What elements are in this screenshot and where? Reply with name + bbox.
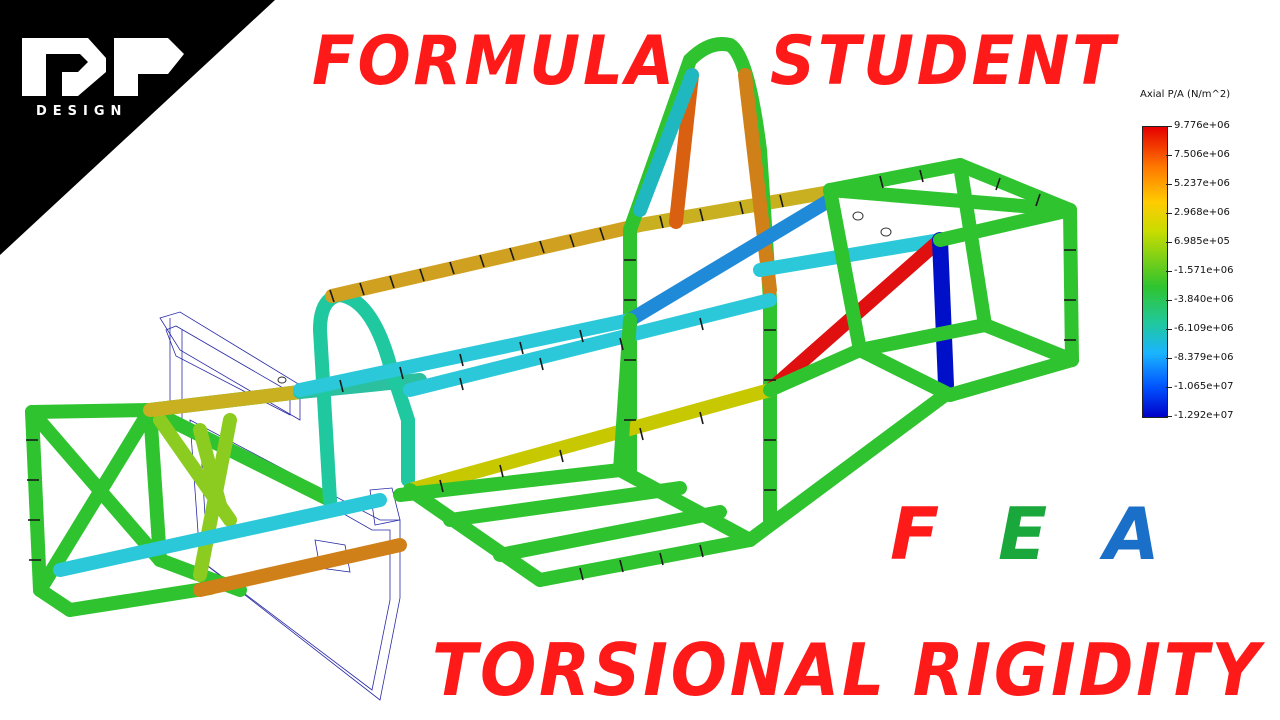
legend-title: Axial P/A (N/m^2) [1140, 89, 1231, 100]
legend-label: 2.968e+06 [1174, 207, 1230, 218]
legend-tick [1166, 184, 1172, 185]
legend-label: -1.292e+07 [1174, 410, 1234, 421]
legend-label: 9.776e+06 [1174, 120, 1230, 131]
logo-wordmark: DESIGN [36, 104, 128, 119]
mesh-segment-ticks [26, 169, 1076, 581]
legend-tick [1166, 387, 1172, 388]
legend-tick [1166, 242, 1172, 243]
headline-formula: FORMULA [312, 22, 677, 101]
legend-label: -3.840e+06 [1174, 294, 1234, 305]
legend-label: -8.379e+06 [1174, 352, 1234, 363]
legend-label: -1.065e+07 [1174, 381, 1234, 392]
legend-label: -6.109e+06 [1174, 323, 1234, 334]
fea-letter-e: E [998, 492, 1048, 576]
legend-tick [1166, 358, 1172, 359]
fea-letter-a: A [1104, 492, 1160, 576]
legend-tick [1166, 155, 1172, 156]
legend-tick [1166, 213, 1172, 214]
logo-corner [0, 0, 275, 255]
legend-tick [1166, 329, 1172, 330]
headline-torsional-rigidity: TORSIONAL RIGIDITY [432, 628, 1263, 712]
legend-label: 6.985e+05 [1174, 236, 1230, 247]
legend-tick [1166, 271, 1172, 272]
legend-tick [1166, 300, 1172, 301]
fea-letter-f: F [890, 492, 940, 576]
legend-label: -1.571e+06 [1174, 265, 1234, 276]
legend-color-bar [1142, 126, 1168, 418]
bracket-tabs [277, 211, 892, 384]
legend-label: 5.237e+06 [1174, 178, 1230, 189]
legend-tick [1166, 416, 1172, 417]
chassis-tubes [25, 37, 1079, 617]
legend-tick [1166, 126, 1172, 127]
headline-student: STUDENT [770, 22, 1118, 101]
legend-label: 7.506e+06 [1174, 149, 1230, 160]
